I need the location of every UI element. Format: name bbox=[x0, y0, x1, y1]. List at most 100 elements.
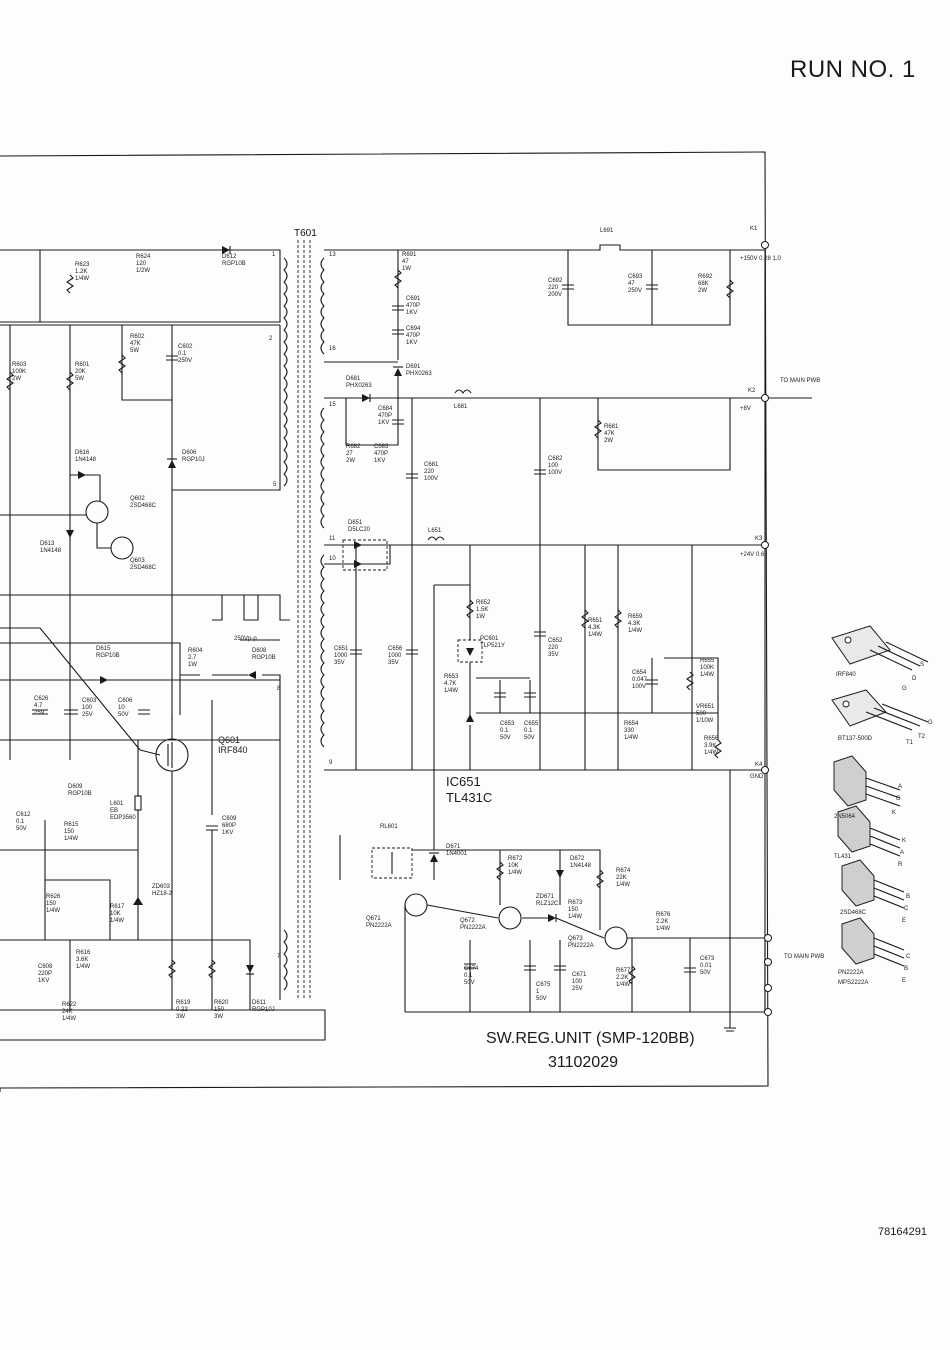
primary-side bbox=[0, 246, 326, 1041]
r620-ref-label: R620 bbox=[214, 1000, 229, 1006]
q672-value-label: PN2222A bbox=[460, 925, 486, 931]
package-bt137 bbox=[831, 689, 929, 731]
c691-value-label: 1KV bbox=[406, 310, 417, 316]
zd671-value-label: RLZ12C bbox=[536, 901, 559, 907]
d611-value-label: RGP10J bbox=[252, 1007, 275, 1013]
c653-value-label: 0.1 bbox=[500, 728, 509, 734]
r626-value-label: 1/4W bbox=[46, 908, 60, 914]
c609-value-label: 680P bbox=[222, 823, 236, 829]
transformer-ref: T601 bbox=[294, 228, 317, 239]
r652-value-label: 1W bbox=[476, 614, 485, 620]
terminal-k3: K3 bbox=[755, 536, 763, 542]
c612-ref-label: C612 bbox=[16, 812, 31, 818]
r672-value-label: 1/4W bbox=[508, 870, 522, 876]
r619-value-label: 0.22 bbox=[176, 1007, 188, 1013]
c673-value-label: 0.01 bbox=[700, 963, 712, 969]
c692-value-label: 200V bbox=[548, 292, 562, 298]
t601-pin-9: 9 bbox=[329, 760, 333, 766]
d672-ref-label: D672 bbox=[570, 856, 585, 862]
pkg-pn2222a-pin-b: B bbox=[904, 966, 908, 972]
r601-ref-label: R601 bbox=[75, 362, 90, 368]
r655-value-label: 1/4W bbox=[700, 672, 714, 678]
c609-ref-label: C609 bbox=[222, 816, 237, 822]
r617-value-label: 1/4W bbox=[110, 918, 124, 924]
d609-value-label: RGP10B bbox=[68, 791, 92, 797]
pkg-pn2222a-name: PN2222A bbox=[838, 970, 864, 976]
pkg-2n5064-pin-g: G bbox=[896, 796, 901, 802]
pkg-bt137-pin-t2: T2 bbox=[918, 734, 926, 740]
r674-ref-label: R674 bbox=[616, 868, 631, 874]
d608-value-label: RGP10B bbox=[252, 655, 276, 661]
c656-value-label: 35V bbox=[388, 660, 399, 666]
c681-ref-label: C681 bbox=[424, 462, 439, 468]
c681-value-label: 100V bbox=[424, 476, 438, 482]
c612-value-label: 50V bbox=[16, 826, 27, 832]
r622-value-label: 1/4W bbox=[62, 1016, 76, 1022]
r603-value-label: 2W bbox=[12, 376, 21, 382]
pkg-2sd468c-pin-c: C bbox=[904, 906, 909, 912]
d608-ref-label: D608 bbox=[252, 648, 267, 654]
r626-value-label: 150 bbox=[46, 901, 57, 907]
terminal-k1-note: +150V 0.28 1.0 bbox=[740, 256, 782, 262]
d612-value-label: RGP10B bbox=[222, 261, 246, 267]
pkg-bt137-name: BT137-500D bbox=[838, 736, 873, 742]
c675-value-label: 1 bbox=[536, 989, 540, 995]
c683-value-label: 470P bbox=[374, 451, 388, 457]
r681-value-label: 2W bbox=[604, 438, 613, 444]
c654-value-label: 100V bbox=[632, 684, 646, 690]
r603-value-label: 100K bbox=[12, 369, 26, 375]
c682-ref-label: C682 bbox=[548, 456, 563, 462]
r615-value-label: 1/4W bbox=[64, 836, 78, 842]
t601-pin-16: 16 bbox=[329, 346, 336, 352]
pkg-2sd468c-name: 2SD468C bbox=[840, 910, 867, 916]
c612-value-label: 0.1 bbox=[16, 819, 25, 825]
t601-pin-5: 5 bbox=[273, 482, 277, 488]
r604-ref-label: R604 bbox=[188, 648, 203, 654]
c603-value-label: 100 bbox=[82, 705, 93, 711]
d606-value-label: RGP10J bbox=[182, 457, 205, 463]
c654-value-label: 0.047 bbox=[632, 677, 648, 683]
r626-ref-label: R626 bbox=[46, 894, 61, 900]
r654-ref-label: R654 bbox=[624, 721, 639, 727]
r651-value-label: 1/4W bbox=[588, 632, 602, 638]
zd603-value-label: HZ18-2 bbox=[152, 891, 173, 897]
r691-ref-label: R691 bbox=[402, 252, 417, 258]
d651-ref-label: D651 bbox=[348, 520, 363, 526]
r619-value-label: 3W bbox=[176, 1014, 185, 1020]
r623-ref-label: R623 bbox=[75, 262, 90, 268]
r616-ref-label: R616 bbox=[76, 950, 91, 956]
q672-ref-label: Q672 bbox=[460, 918, 475, 924]
c671-ref-label: C671 bbox=[572, 972, 587, 978]
terminal-k2-note: +8V bbox=[740, 406, 751, 412]
transformer-t601 bbox=[283, 240, 325, 1000]
r673-ref-label: R673 bbox=[568, 900, 583, 906]
unit-name: SW.REG.UNIT (SMP-120BB) bbox=[486, 1030, 695, 1047]
r652-ref-label: R652 bbox=[476, 600, 491, 606]
c608-value-label: 1KV bbox=[38, 978, 49, 984]
secondary-side bbox=[324, 244, 812, 1032]
r654-value-label: 1/4W bbox=[624, 735, 638, 741]
q601-type: IRF840 bbox=[218, 745, 248, 755]
r677-value-label: 2.2K bbox=[616, 975, 628, 981]
r620-value-label: 3W bbox=[214, 1014, 223, 1020]
pkg-irf840-pin-d: D bbox=[912, 676, 917, 682]
r655-ref-label: R655 bbox=[700, 658, 715, 664]
q602-value-label: 2SD468C bbox=[130, 503, 157, 509]
c684-ref-label: C684 bbox=[378, 406, 393, 412]
ic651-type: TL431C bbox=[446, 790, 493, 805]
c651-value-label: 1000 bbox=[334, 653, 348, 659]
c651-ref-label: C651 bbox=[334, 646, 349, 652]
r674-value-label: 1/4W bbox=[616, 882, 630, 888]
r622-value-label: 24K bbox=[62, 1009, 73, 1015]
d681-ref-label: D681 bbox=[346, 376, 361, 382]
r673-value-label: 1/4W bbox=[568, 914, 582, 920]
d691-value-label: PHX0263 bbox=[406, 371, 432, 377]
r659-value-label: 1/4W bbox=[628, 628, 642, 634]
r656-value-label: 3.9K bbox=[704, 743, 716, 749]
c602-value-label: 250V bbox=[178, 358, 192, 364]
q603-value-label: 2SD468C bbox=[130, 565, 157, 571]
r676-value-label: 2.2K bbox=[656, 919, 668, 925]
c694-value-label: 470P bbox=[406, 333, 420, 339]
r615-ref-label: R615 bbox=[64, 822, 79, 828]
zd603-ref-label: ZD603 bbox=[152, 884, 171, 890]
